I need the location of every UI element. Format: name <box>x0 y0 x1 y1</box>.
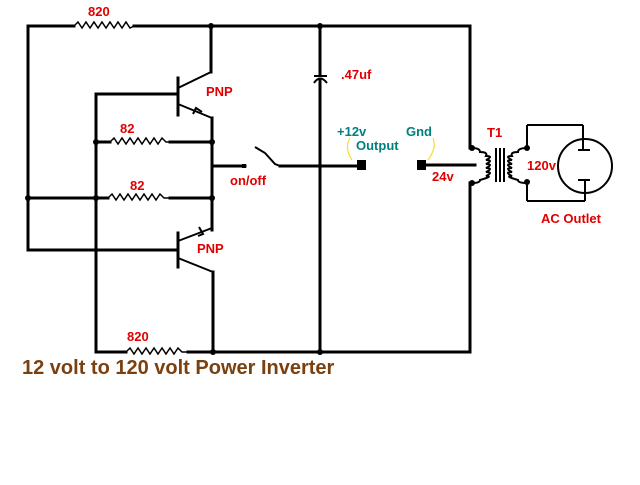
label-pnp-top: PNP <box>206 84 233 99</box>
transistor-top <box>176 24 214 145</box>
label-output: Output <box>356 138 399 153</box>
label-82-1: 82 <box>120 121 134 136</box>
label-capacitor: .47uf <box>341 67 372 82</box>
label-820-top: 820 <box>88 4 110 19</box>
label-switch: on/off <box>230 173 267 188</box>
transistor-bottom <box>176 226 215 355</box>
output-positive-terminal <box>357 160 366 170</box>
capacitor <box>313 24 328 354</box>
label-ground: Gnd <box>406 124 432 139</box>
resistor-82-2 <box>26 192 215 202</box>
label-ac-outlet: AC Outlet <box>541 211 602 226</box>
resistor-820-top <box>73 20 135 30</box>
label-24v: 24v <box>432 169 454 184</box>
ac-outlet <box>526 124 613 202</box>
output-ground-terminal <box>417 160 426 170</box>
top-rail <box>26 20 472 30</box>
diagram-title: 12 volt to 120 volt Power Inverter <box>22 357 335 379</box>
transformer <box>471 145 530 185</box>
switch <box>254 146 281 167</box>
label-pnp-bottom: PNP <box>197 241 224 256</box>
label-120v: 120v <box>527 158 557 173</box>
label-82-2: 82 <box>130 178 144 193</box>
label-820-bottom: 820 <box>127 329 149 344</box>
label-transformer: T1 <box>487 125 502 140</box>
label-positive: +12v <box>337 124 367 139</box>
resistor-82-1 <box>93 136 215 146</box>
bottom-rail <box>94 346 472 356</box>
